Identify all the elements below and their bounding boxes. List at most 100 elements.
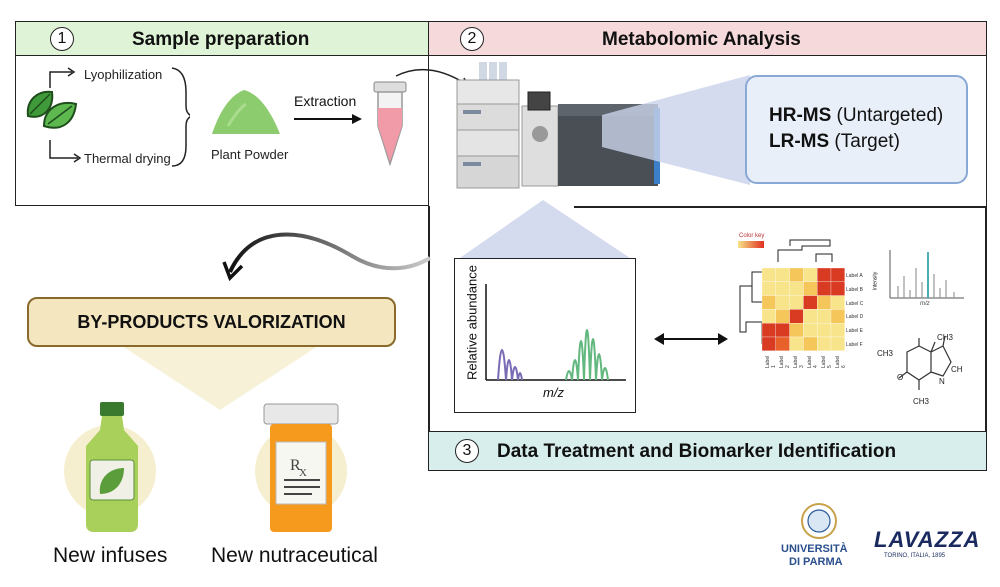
col-label: Label 5 xyxy=(821,355,833,368)
lr-ms-strong: LR-MS xyxy=(769,131,830,152)
step1-number: 1 xyxy=(50,27,74,51)
heatmap-cell xyxy=(803,323,818,338)
col-label: Label 6 xyxy=(835,355,847,368)
extraction-arrow xyxy=(294,114,362,124)
mini-spectrum-ylabel: Intensity xyxy=(872,271,879,291)
spectrum-xlabel: m/z xyxy=(543,385,564,400)
nutraceutical-caption: New nutraceutical xyxy=(211,544,378,567)
lr-ms-line: LR-MS (Target) xyxy=(769,129,966,155)
heatmap-cell xyxy=(803,267,818,282)
plant-powder-label: Plant Powder xyxy=(211,147,289,162)
heatmap-cell xyxy=(803,281,818,296)
heatmap-cell xyxy=(817,309,832,324)
col-label: Label 3 xyxy=(793,355,805,368)
heatmap-cell xyxy=(789,295,804,310)
heatmap-col-labels: Label 1 Label 2 Label 3 Label 4 Label 5 … xyxy=(764,355,848,368)
pill-bottle-icon: R X xyxy=(263,403,339,532)
mini-spectrum xyxy=(889,250,964,299)
lr-ms-rest: (Target) xyxy=(829,131,900,152)
heatmap-cell xyxy=(817,323,832,338)
step2-frame xyxy=(428,21,987,206)
heatmap-cell xyxy=(817,267,832,282)
row-label: Label A xyxy=(846,273,863,279)
lyophilization-label: Lyophilization xyxy=(84,67,163,82)
ms-methods-box: HR-MS (Untargeted) LR-MS (Target) xyxy=(745,75,968,184)
step1-band xyxy=(16,22,428,56)
heatmap-cell xyxy=(775,267,790,282)
lavazza-logo: LAVAZZA xyxy=(874,527,981,552)
unipr-line1: UNIVERSITÀ xyxy=(781,543,848,555)
valorization-box: BY-PRODUCTS VALORIZATION xyxy=(27,297,396,347)
heatmap-cell xyxy=(789,267,804,282)
heatmap-cell xyxy=(817,281,832,296)
heatmap-row-labels: Label A Label B Label C Label D Label E … xyxy=(846,270,863,353)
heatmap-cell xyxy=(789,323,804,338)
mol-o-top: O xyxy=(897,373,903,382)
heatmap-cell xyxy=(775,309,790,324)
heatmap-cell xyxy=(830,281,845,296)
university-seal-icon xyxy=(801,503,837,539)
plant-powder-icon xyxy=(212,90,280,134)
col-label: Label 4 xyxy=(807,355,819,368)
step3-frame-right xyxy=(985,206,987,471)
lc-instrument xyxy=(456,62,520,189)
step2-bottom-line xyxy=(574,206,987,208)
rx-label: R xyxy=(290,457,301,474)
step3-frame-left xyxy=(428,206,430,471)
spectrum-ylabel: Relative abundance xyxy=(464,265,480,380)
heatmap-cell xyxy=(830,267,845,282)
heatmap-cell xyxy=(803,309,818,324)
heatmap-cell xyxy=(817,295,832,310)
row-label: Label F xyxy=(846,341,863,348)
caffeine-structure: CH3 CH3 O CH N CH3 xyxy=(877,333,963,406)
heatmap-color-key-label: Color key xyxy=(739,233,765,239)
step3-title: Data Treatment and Biomarker Identificat… xyxy=(497,441,897,462)
extraction-label: Extraction xyxy=(294,93,357,109)
mol-ch3-left: CH3 xyxy=(877,349,894,358)
row-label: Label C xyxy=(846,300,864,307)
heatmap xyxy=(739,239,845,351)
rx-sub-label: X xyxy=(299,467,307,479)
step2-title: Metabolomic Analysis xyxy=(602,29,801,50)
spectrum-panel xyxy=(454,258,636,413)
mol-ch3-top: CH3 xyxy=(937,333,954,342)
infuses-caption: New infuses xyxy=(53,544,168,567)
heatmap-cell xyxy=(761,267,776,282)
valorization-wedge xyxy=(122,346,318,410)
heatmap-cell xyxy=(761,309,776,324)
heatmap-cell xyxy=(775,336,790,351)
heatmap-cell xyxy=(761,295,776,310)
heatmap-cell xyxy=(830,309,845,324)
mol-ch: CH xyxy=(951,365,963,374)
heatmap-cell xyxy=(775,295,790,310)
hr-ms-strong: HR-MS xyxy=(769,105,832,126)
hr-ms-rest: (Untargeted) xyxy=(831,105,944,126)
heatmap-cell xyxy=(761,323,776,338)
heatmap-cell xyxy=(775,281,790,296)
tube-icon xyxy=(373,81,407,166)
lavazza-sub: TORINO, ITALIA, 1895 xyxy=(884,553,946,559)
heatmap-cell xyxy=(830,323,845,338)
heatmap-cell xyxy=(789,281,804,296)
thermal-drying-label: Thermal drying xyxy=(84,151,171,166)
double-arrow xyxy=(654,333,728,345)
hr-ms-line: HR-MS (Untargeted) xyxy=(769,103,966,129)
col-label: Label 2 xyxy=(779,355,791,368)
heatmap-cell xyxy=(803,295,818,310)
step2-number: 2 xyxy=(460,27,484,51)
unipr-line2: DI PARMA xyxy=(789,556,843,568)
heatmap-cell xyxy=(761,281,776,296)
prep-arrows xyxy=(49,67,190,167)
heatmap-cell xyxy=(775,323,790,338)
spectrum-wedge xyxy=(457,200,633,260)
col-label: Label 1 xyxy=(765,355,777,368)
zoom-wedge xyxy=(602,75,750,185)
row-label: Label E xyxy=(846,328,863,335)
leaf-icon xyxy=(26,90,78,129)
step1-title: Sample preparation xyxy=(132,29,310,50)
step3-band xyxy=(429,431,986,471)
mol-ch3-bottom: CH3 xyxy=(913,397,930,406)
heatmap-cell xyxy=(789,309,804,324)
row-label: Label D xyxy=(846,314,864,321)
return-swoosh-arrow xyxy=(222,232,432,282)
